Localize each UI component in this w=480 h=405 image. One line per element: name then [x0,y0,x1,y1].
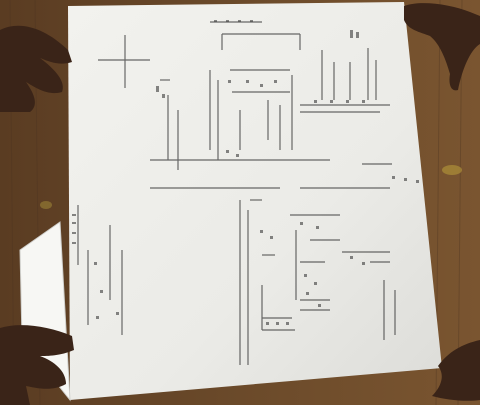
hand-bottom-left [0,325,74,405]
table-stain [40,201,52,209]
hand-top-left [0,25,72,113]
circuit-sketch [77,21,396,365]
hand-top-right [404,3,480,91]
paper-sheet [68,2,442,400]
table-stain [442,165,462,175]
sketch-marks [72,20,419,325]
hand-bottom-right [432,340,480,401]
folded-corner [19,221,71,402]
